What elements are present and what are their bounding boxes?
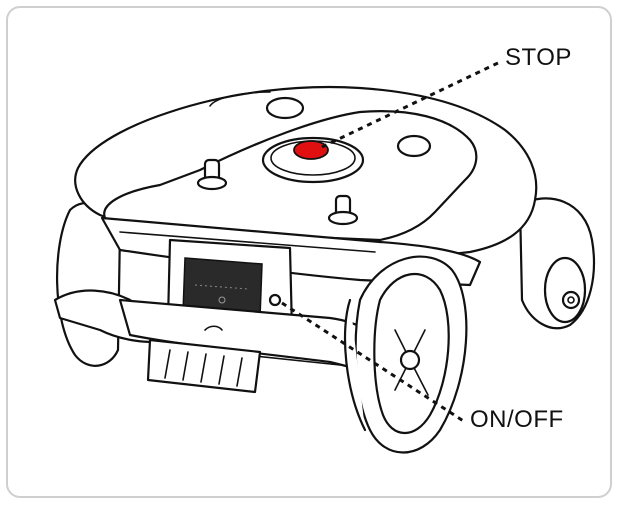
mower-shell [74, 85, 538, 287]
rear-right-wheel [518, 197, 596, 330]
on-off-callout-label: ON/OFF [470, 406, 564, 433]
front-right-wheel [343, 255, 468, 454]
power-switch[interactable] [268, 293, 282, 307]
callout-lines [281, 60, 501, 424]
stop-button[interactable] [293, 140, 329, 160]
stop-callout-label: STOP [505, 44, 572, 71]
top-details [196, 96, 432, 226]
